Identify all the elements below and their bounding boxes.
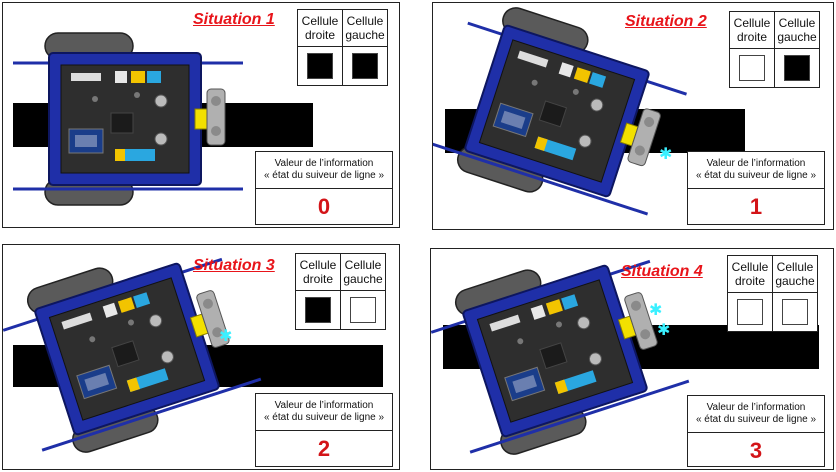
info-label: Valeur de l’information« état du suiveur… [688,396,824,433]
sensor-light-icon: ✱ [659,144,672,163]
cell-right-state [307,53,333,79]
info-box: Valeur de l’information« état du suiveur… [255,393,393,467]
cell-left-state [784,55,810,81]
cell-right-state [739,55,765,81]
info-value: 2 [317,436,331,461]
cell-left-state [782,299,808,325]
sensor-light-icon: ✱ [649,300,662,319]
sensor-light-icon: ✱ [219,326,232,345]
info-box: Valeur de l’information« état du suiveur… [255,151,393,225]
info-value: 3 [749,438,763,463]
info-label: Valeur de l’information« état du suiveur… [688,152,824,189]
situation-title: Situation 4 [621,263,703,280]
cell-right-state [737,299,763,325]
cell-left-state [352,53,378,79]
sensor-light-icon: ✱ [657,320,670,339]
info-box: Valeur de l’information« état du suiveur… [687,395,825,467]
situation-title: Situation 1 [193,11,275,28]
info-value: 0 [317,194,331,219]
cell-left-state [350,297,376,323]
situation-title: Situation 2 [625,13,707,30]
info-label: Valeur de l’information« état du suiveur… [256,152,392,189]
info-box: Valeur de l’information« état du suiveur… [687,151,825,225]
cell-right-state [305,297,331,323]
info-label: Valeur de l’information« état du suiveur… [256,394,392,431]
info-value: 1 [749,194,763,219]
situation-title: Situation 3 [193,257,275,274]
robot-illustration [11,31,313,207]
